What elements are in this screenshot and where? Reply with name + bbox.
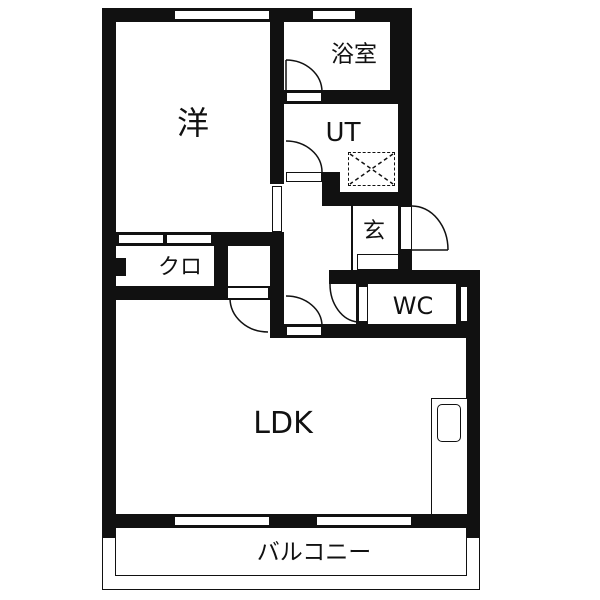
- door-ldk-hall: [286, 326, 322, 336]
- wall-storage-divider: [228, 280, 238, 286]
- room-label-western: 洋: [176, 104, 210, 142]
- room-label-bathroom: 浴室: [331, 41, 377, 68]
- room-label-entrance: 玄: [362, 219, 386, 244]
- window-wc: [460, 286, 468, 322]
- door-entrance-frame: [400, 206, 412, 250]
- window-bathroom: [312, 10, 356, 20]
- room-label-closet: クロ: [157, 255, 203, 280]
- wall-ut-bottom: [322, 192, 412, 206]
- room-label-ldk: LDK: [253, 406, 313, 441]
- wall-bath-right: [390, 8, 412, 104]
- balcony-outline: [102, 526, 480, 590]
- wall-closet-right: [214, 232, 228, 300]
- door-storage: [228, 288, 268, 298]
- window-ldk-left: [174, 516, 270, 526]
- wall-ut-left-gap: [270, 180, 284, 184]
- wall-entrance-left: [351, 206, 353, 270]
- wall-wc-top: [329, 270, 480, 284]
- room-label-toilet: WC: [392, 292, 434, 320]
- entrance-step: [357, 254, 399, 270]
- wall-wc-bottom: [284, 324, 480, 338]
- door-wc-frame: [358, 286, 368, 322]
- wall-left: [102, 8, 116, 538]
- kitchen-sink: [437, 404, 461, 442]
- window-ldk-right: [316, 516, 412, 526]
- balcony-inner: [115, 526, 467, 576]
- wall-entrance-right: [400, 250, 412, 272]
- wall-closet-notch: [116, 258, 126, 276]
- door-ut: [286, 172, 322, 182]
- closet-door-left: [118, 234, 164, 244]
- door-bath: [286, 92, 322, 102]
- closet-door-right: [166, 234, 212, 244]
- washing-machine-space: [348, 152, 395, 186]
- window-western-room: [174, 10, 270, 20]
- wall-hall-left: [270, 232, 284, 338]
- room-label-utility: UT: [325, 118, 361, 148]
- door-western-sliding: [272, 186, 282, 232]
- room-label-balcony: バルコニー: [256, 539, 372, 566]
